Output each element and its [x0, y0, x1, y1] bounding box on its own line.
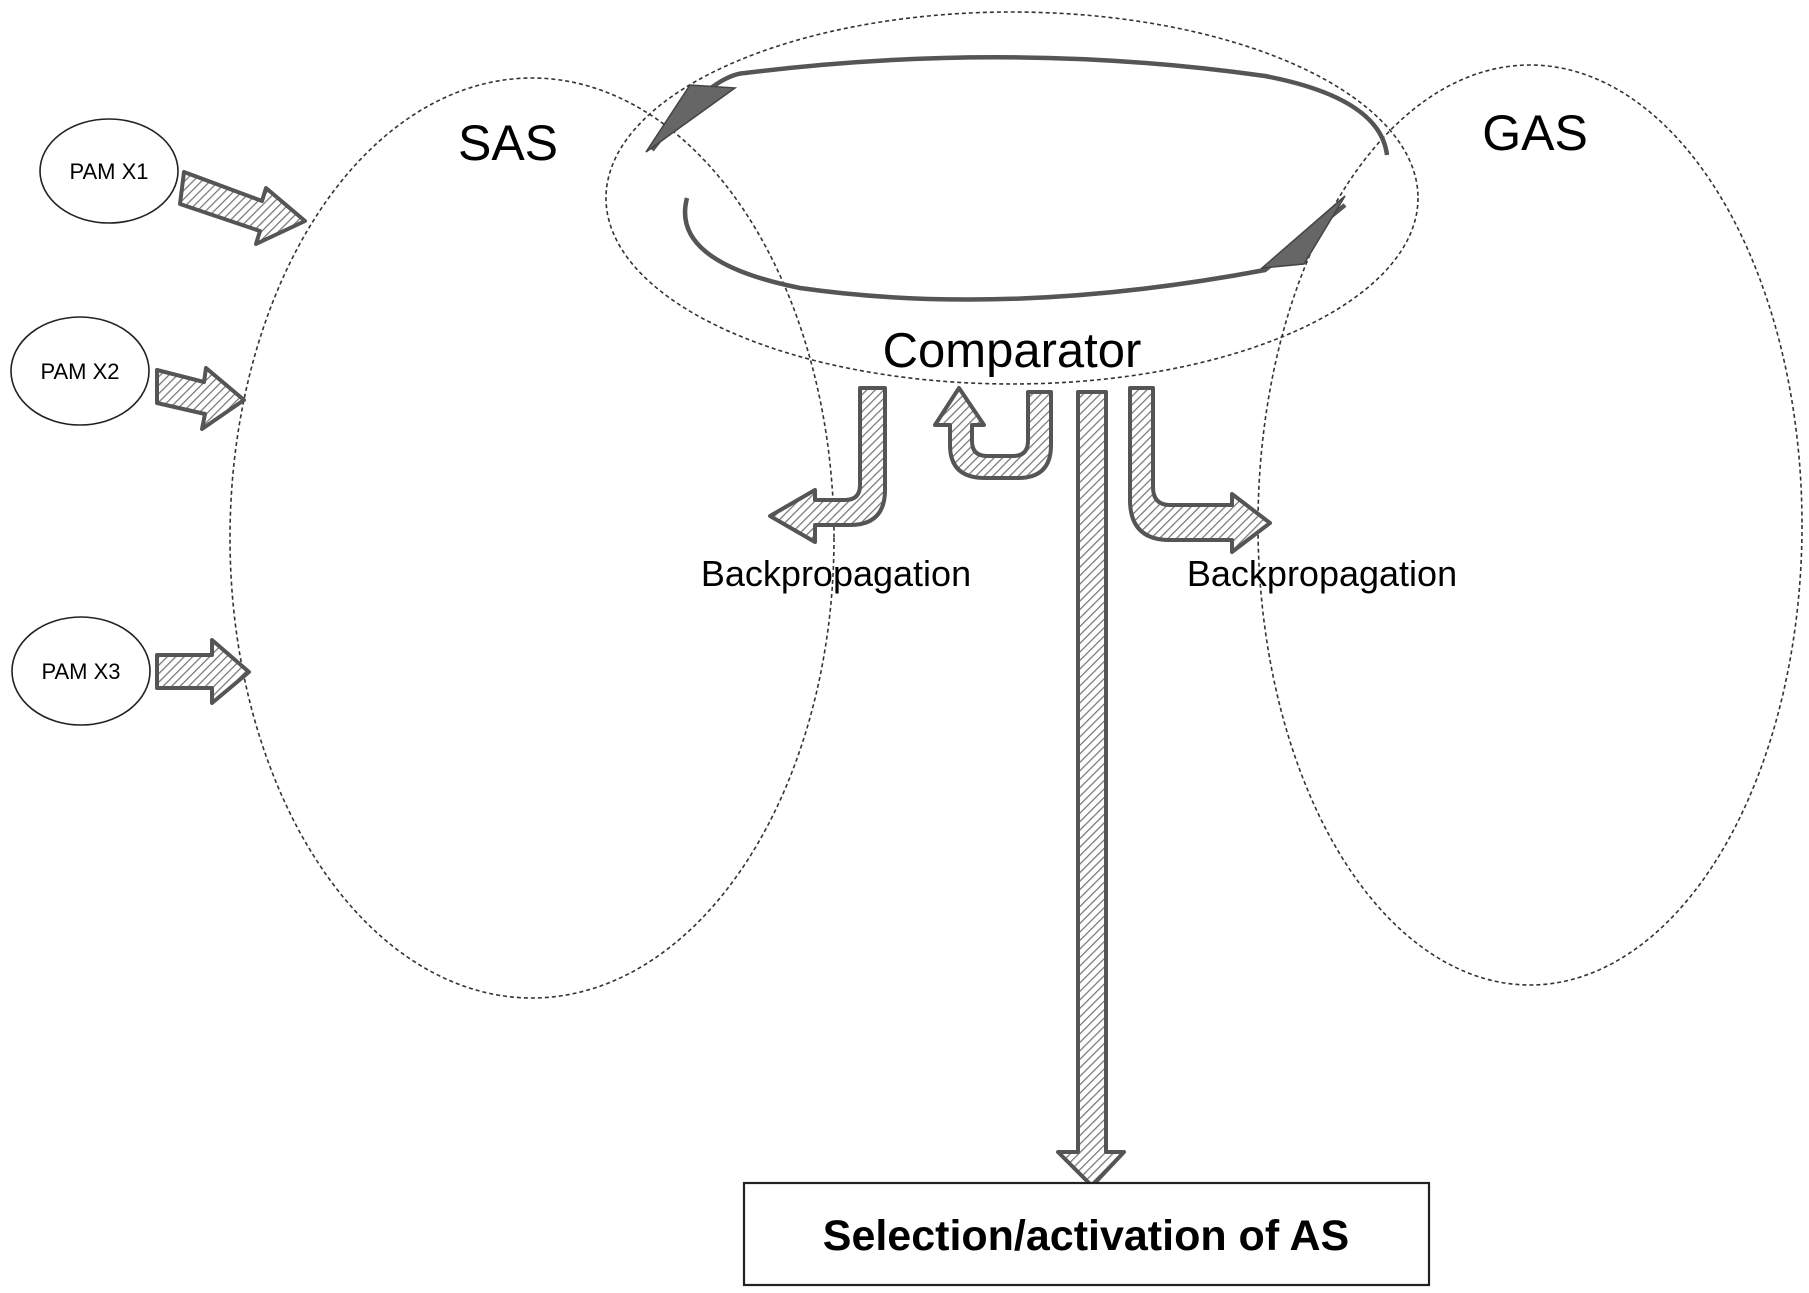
pam-x3-ellipse — [11, 616, 151, 726]
pam-x1-ellipse — [39, 118, 179, 224]
backprop-left-arrow — [768, 386, 887, 544]
loop-top-arc — [650, 54, 1390, 156]
comparator-loop — [645, 54, 1390, 302]
backprop-right-label: Backpropagation — [1187, 553, 1457, 594]
gas-ellipse — [1257, 64, 1803, 986]
pam-x1-label: PAM X1 — [69, 159, 148, 184]
loop-bottom-arrowhead — [1259, 195, 1346, 269]
comparator-feedback-arrow — [933, 386, 1053, 480]
input-arrow-x2 — [155, 366, 246, 431]
sas-label: SAS — [458, 115, 558, 171]
sas-ellipse — [229, 77, 835, 999]
output-label: Selection/activation of AS — [823, 1212, 1349, 1260]
output-box — [742, 1181, 1431, 1287]
pam-x3-label: PAM X3 — [41, 659, 120, 684]
input-arrow-x3 — [155, 638, 251, 705]
input-arrow-x1 — [178, 170, 307, 246]
loop-top-arrowhead — [645, 84, 738, 153]
backprop-right-arrow — [1128, 386, 1272, 554]
pam-x2-ellipse — [10, 316, 150, 426]
comparator-ellipse — [605, 11, 1419, 385]
gas-label: GAS — [1482, 105, 1588, 161]
backprop-left-label: Backpropagation — [701, 553, 971, 594]
output-arrow — [1056, 390, 1126, 1188]
pam-x2-label: PAM X2 — [40, 359, 119, 384]
loop-bottom-arc — [682, 197, 1347, 302]
comparator-label: Comparator — [883, 324, 1142, 378]
